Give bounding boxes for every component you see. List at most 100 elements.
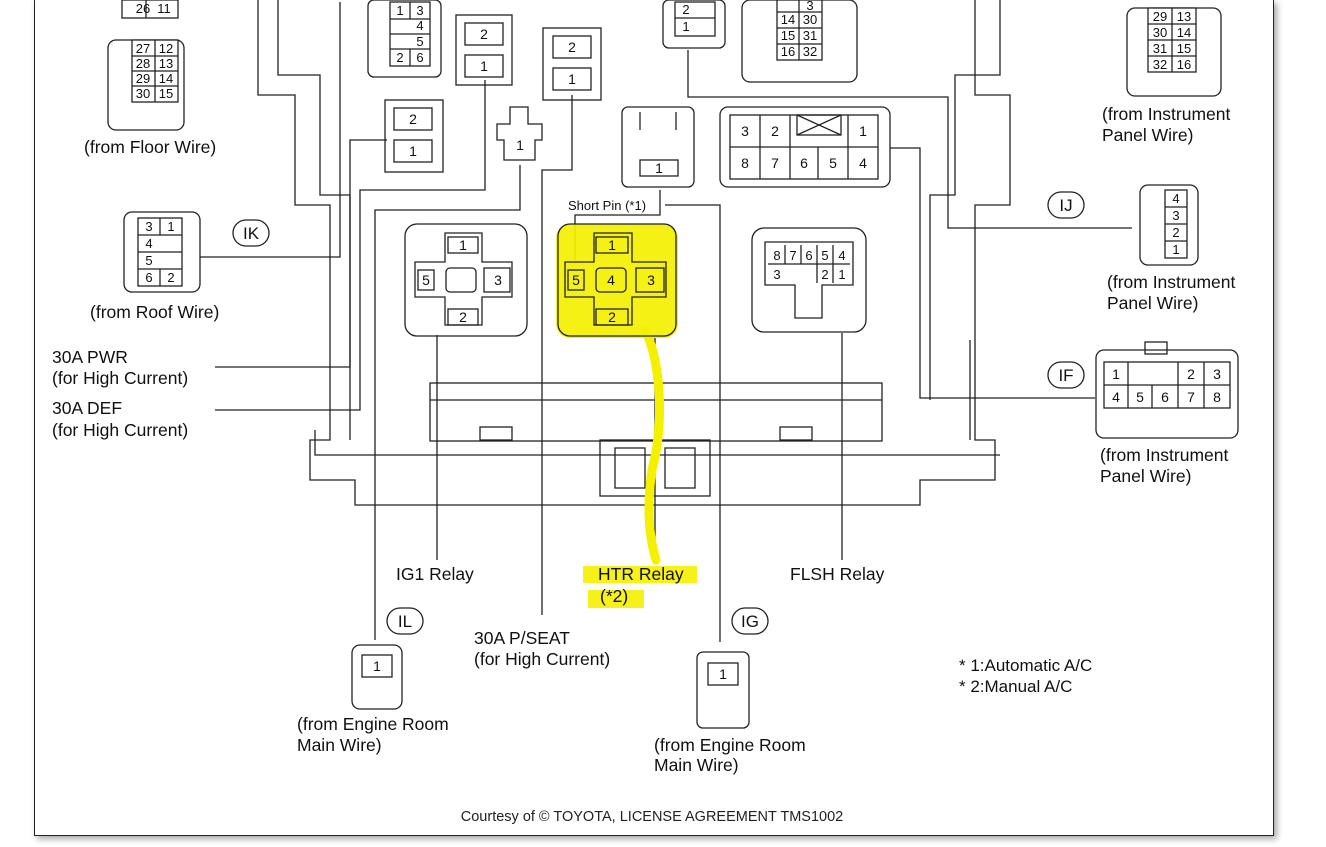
pin-floor-12: 12 [159,41,173,56]
flsh-relay-housing [751,227,867,333]
pin-c-2: 2 [409,111,417,127]
pin-tl-1: 1 [396,3,403,18]
pin-tl-6: 6 [416,50,423,65]
wire-pwr [215,139,387,368]
pin-if-6: 6 [1161,389,1169,405]
slot-a [479,426,513,441]
pin-roof-1: 1 [167,219,174,234]
pin-htr-2: 2 [608,309,616,325]
pin-roof-6: 6 [145,270,152,285]
pin-tl-4: 4 [416,18,423,33]
tag-ig-label: IG [741,612,759,631]
pin-ij-4: 4 [1172,191,1179,206]
label-engine-right-2: Main Wire) [654,755,739,775]
pin-tr-14: 14 [1177,25,1191,40]
tag-if [1047,361,1085,389]
wire-pseat [541,95,573,615]
pin-ig1-2: 2 [459,309,467,325]
two-one-connector-a [455,14,513,86]
wire-ij [687,50,1132,229]
pin-tr-13: 13 [1177,9,1191,24]
flsh-relay-socket [764,241,854,319]
pin-single-c: 1 [655,160,663,176]
pin-roof-5: 5 [145,253,152,268]
pin-floor-27: 27 [136,41,150,56]
label-from-roof-wire: (from Roof Wire) [90,302,219,322]
pin-flsh-1: 1 [838,267,845,282]
label-ip-top-2: Panel Wire) [1102,125,1193,145]
pin-m-2: 2 [771,123,779,139]
pin-single-a: 1 [516,137,524,153]
housing-inner-left [277,0,351,440]
housing-left-outline [257,0,1011,506]
label-ip-mid-1: (from Instrument [1107,272,1235,292]
label-engine-left-1: (from Engine Room [297,714,449,734]
topleft-connector [367,0,442,78]
pin-htr-5: 5 [572,272,580,288]
label-ip-top-1: (from Instrument [1102,104,1230,124]
pin-tc-3: 3 [806,0,813,13]
htr-highlight [556,224,697,608]
pin-tr-15: 15 [1177,41,1191,56]
pin-roof-4: 4 [145,236,152,251]
tag-ig [731,607,769,635]
label-pwr-2: (for High Current) [52,368,188,388]
note-automatic: * 1:Automatic A/C [959,656,1092,675]
pin-tl-5: 5 [416,34,423,49]
pin-floor-28: 28 [136,56,150,71]
pin-htr-1: 1 [608,237,616,253]
pin-a-2: 2 [480,26,488,42]
pin-tc-15: 15 [781,28,795,43]
pin-floor-15: 15 [159,86,173,101]
pin-roof-2: 2 [167,270,174,285]
pin-tc-16: 16 [781,44,795,59]
htr-relay-socket [564,232,667,326]
pin-ij-2: 2 [1172,225,1179,240]
tag-ij [1047,191,1085,219]
label-htr-relay-1: HTR Relay [598,564,684,584]
pin-ig1-1: 1 [459,237,467,253]
pin-ig-1: 1 [719,666,727,682]
pin-ts-2: 2 [682,2,689,17]
pin-ts-1: 1 [682,19,689,34]
pin-flsh-7: 7 [789,248,796,263]
pin-tr-32: 32 [1153,57,1167,72]
pin-tc-32: 32 [803,44,817,59]
pin-ij-1: 1 [1172,242,1179,257]
pin-tl-2: 2 [396,50,403,65]
top-center-connector [741,0,858,83]
multi-connector-c [719,106,891,188]
bottom-outline [314,430,1000,456]
roof-connector [123,211,201,293]
pin-b-2: 2 [568,39,576,55]
note-manual: * 2:Manual A/C [959,677,1072,696]
tag-if-label: IF [1058,366,1073,385]
single-pin-connector-a [496,106,543,161]
pin-a-1: 1 [480,58,488,74]
wire-if [890,147,1095,399]
label-def-1: 30A DEF [52,398,122,418]
pin-if-1: 1 [1112,366,1120,382]
pin-htr-4: 4 [607,272,615,288]
pin-m-6: 6 [800,155,808,171]
pin-m-4: 4 [859,155,867,171]
htr-relay-housing [557,223,677,337]
ig1-relay-socket [414,232,513,326]
wire-def [215,80,486,411]
pin-m-3: 3 [741,123,749,139]
pin-tc-14: 14 [781,12,795,27]
pin-floor-14: 14 [159,71,173,86]
wire-roof [200,2,341,258]
ig1-relay-housing [404,223,528,337]
pin-tc-30: 30 [803,12,817,27]
label-ig1-relay: IG1 Relay [396,564,474,584]
slot-b [779,426,813,441]
label-def-2: (for High Current) [52,420,188,440]
two-one-connector-c [384,99,444,173]
pin-flsh-8: 8 [773,248,780,263]
tag-il [386,607,424,635]
pin-flsh-2: 2 [821,267,828,282]
label-ip-bot-1: (from Instrument [1100,445,1228,465]
